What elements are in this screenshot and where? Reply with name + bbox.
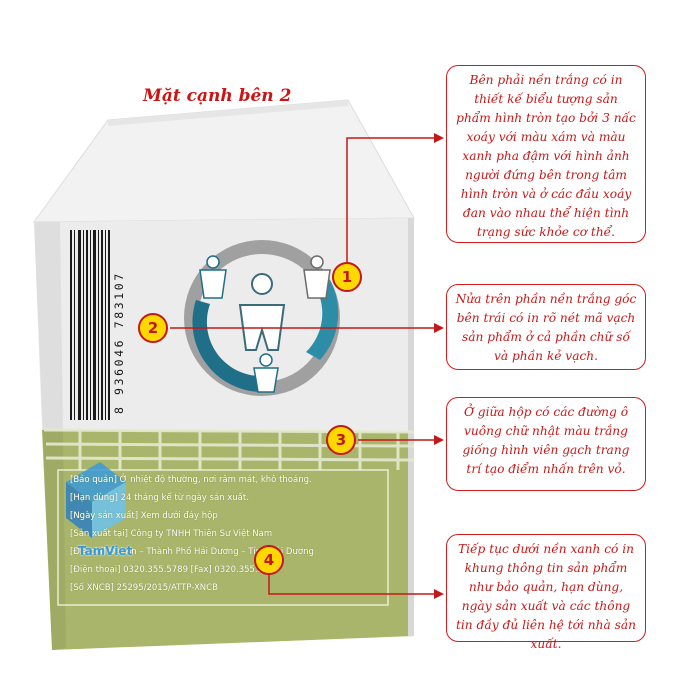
watermark-text: TamViet <box>78 544 133 558</box>
box-right-edge <box>408 218 414 636</box>
product-info-label: [Bảo quản] Ở nhiệt độ thường, nơi râm má… <box>58 470 388 605</box>
figure-right-icon <box>303 255 331 299</box>
label-manufacturer: [Sản xuất tại] Công ty TNHH Thiên Sư Việ… <box>70 529 273 539</box>
leader-lines <box>170 137 436 595</box>
label-phone-fax: [Điện thoại] 0320.355.5789 [Fax] 0320.35… <box>70 565 280 575</box>
callout-pattern-description: Ở giữa hộp có các đường ô vuông chữ nhật… <box>446 397 646 491</box>
page-title: Mặt cạnh bên 2 <box>143 86 292 106</box>
barcode <box>70 230 110 420</box>
arrow-heads <box>434 133 444 599</box>
watermark-logo <box>66 462 126 538</box>
barcode-number: 8 936046 783107 <box>112 271 126 414</box>
label-expiry: [Hạn dùng] 24 tháng kể từ ngày sản xuất. <box>70 493 249 503</box>
label-certificate: [Số XNCB] 25295/2015/ATTP-XNCB <box>70 583 218 593</box>
label-address: [Địa chỉ] Đại An – Thành Phố Hải Dương –… <box>70 547 314 557</box>
marker-1: 1 <box>332 262 362 292</box>
box-top-face <box>33 99 415 223</box>
health-swirl-logo <box>184 240 340 396</box>
label-storage: [Bảo quản] Ở nhiệt độ thường, nơi râm má… <box>70 475 312 485</box>
marker-2: 2 <box>138 313 168 343</box>
callout-info-description: Tiếp tục dưới nền xanh có in khung thông… <box>446 534 646 651</box>
callout-barcode-description: Nửa trên phần nền trắng góc bên trái có … <box>446 284 646 370</box>
box-top-edge <box>108 100 348 126</box>
box-side-green <box>42 430 414 650</box>
info-label-frame <box>57 469 389 606</box>
callout-logo-description: Bên phải nền trắng có in thiết kế biểu t… <box>446 65 646 243</box>
marker-3: 3 <box>326 425 356 455</box>
label-manufacture-date: [Ngày sản xuất] Xem dưới đáy hộp <box>70 511 218 521</box>
figure-left-icon <box>199 255 227 299</box>
figure-bottom-icon <box>253 353 279 393</box>
marker-4: 4 <box>254 545 284 575</box>
